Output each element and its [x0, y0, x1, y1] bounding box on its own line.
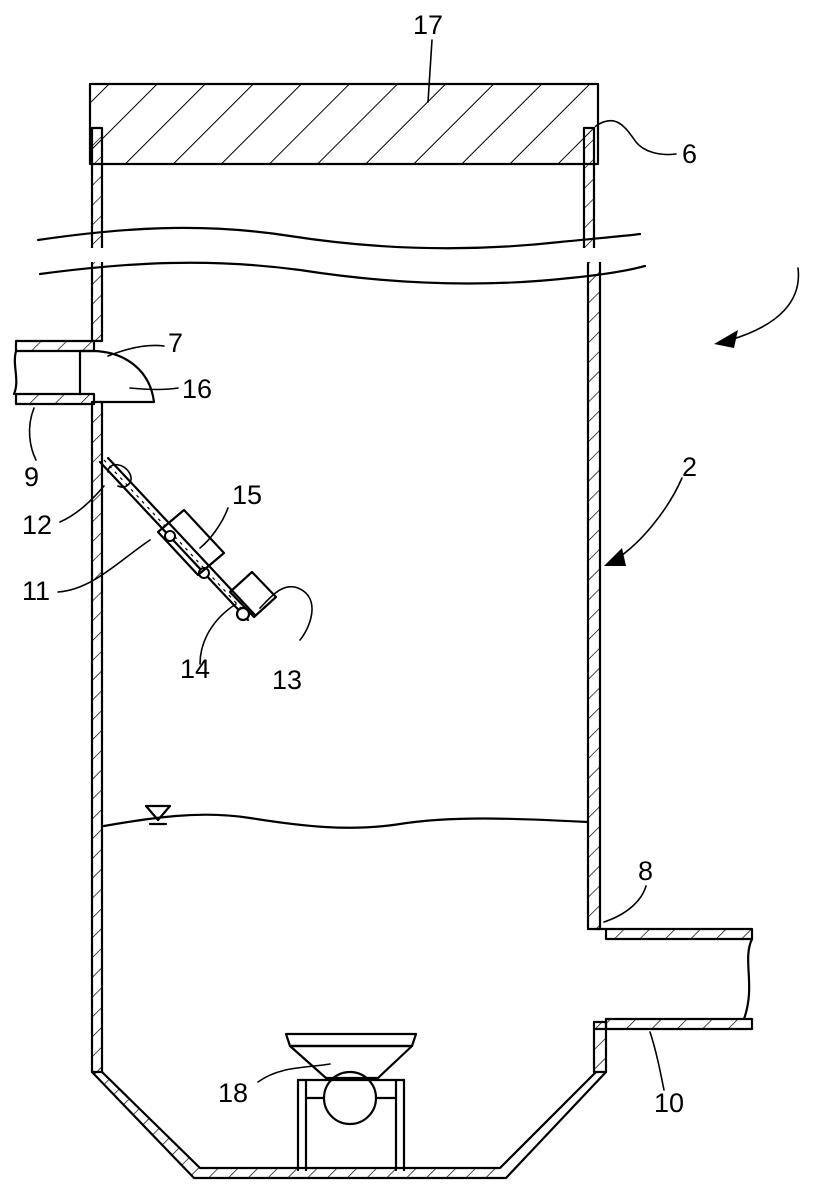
label-7: 7	[168, 328, 183, 358]
label-6: 6	[682, 139, 697, 169]
label-17: 17	[413, 10, 443, 40]
inlet-elbow	[78, 349, 156, 404]
label-15: 15	[232, 480, 262, 510]
bottom-valve	[284, 1032, 418, 1172]
outlet-pipe	[594, 927, 754, 1031]
label-11: 11	[22, 576, 50, 606]
tank-wall-left	[90, 126, 104, 1074]
label-14: 14	[180, 654, 210, 684]
label-12: 12	[22, 510, 52, 540]
cover-plate	[88, 82, 600, 166]
break-lines	[36, 226, 647, 285]
tank-wall-right	[582, 126, 608, 1074]
flow-arrow	[714, 267, 800, 348]
tank-bottom	[90, 1070, 608, 1180]
label-10: 10	[654, 1088, 684, 1118]
leader-lines	[28, 39, 677, 1091]
label-13: 13	[272, 665, 302, 695]
label-8: 8	[638, 856, 653, 886]
label-9: 9	[24, 462, 39, 492]
label-2: 2	[682, 452, 697, 482]
float-assembly	[98, 456, 313, 641]
reference-labels: 17 6 7 16 9 12 15 11 14 13 2 8 10 18	[22, 10, 697, 1118]
label-18: 18	[218, 1078, 248, 1108]
inlet-pipe	[12, 339, 96, 406]
label-16: 16	[182, 374, 212, 404]
liquid-level	[102, 804, 590, 829]
tank-arrow	[604, 477, 683, 566]
